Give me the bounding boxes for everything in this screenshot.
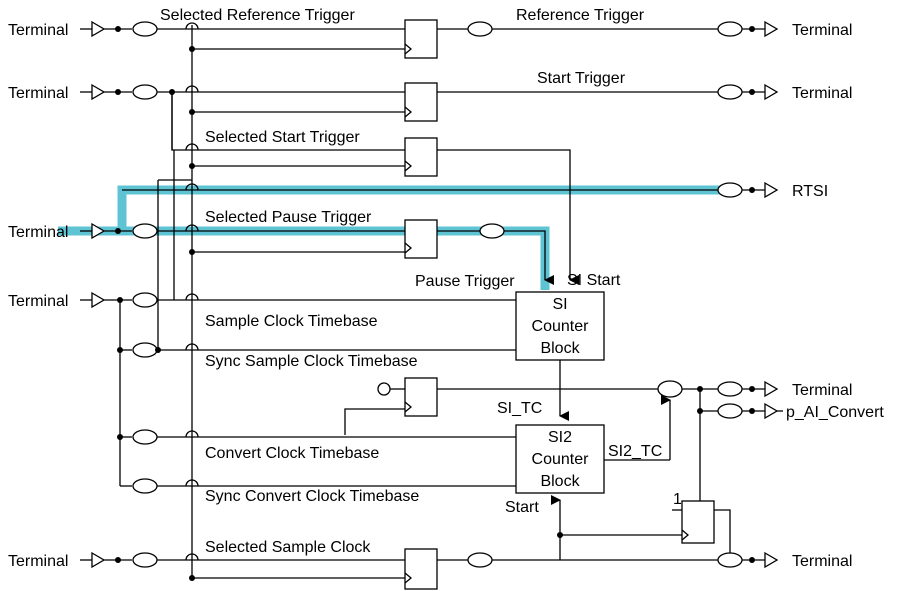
terminal-out-1: Terminal [792, 22, 852, 39]
ff-middle [404, 377, 438, 417]
start-trigger-label: Start Trigger [537, 70, 626, 87]
si-counter-block: SI Counter Block [515, 291, 605, 421]
selected-start-trigger-label: Selected Start Trigger [205, 129, 360, 146]
si2-counter-block: SI2 Counter Block [515, 424, 682, 560]
labels: Terminal Terminal Terminal Terminal Term… [8, 7, 884, 570]
terminal-out-3: Terminal [792, 382, 852, 399]
vertical-buses [119, 25, 193, 580]
convert-clock-timebase-label: Convert Clock Timebase [205, 445, 379, 462]
si2-tc-label: SI2_TC [608, 443, 662, 460]
selected-sample-clock-label: Selected Sample Clock [205, 539, 371, 556]
terminal-in-1: Terminal [8, 22, 68, 39]
row-selected-sample-clock [80, 548, 778, 590]
row-selected-start-trigger [171, 92, 579, 285]
row-sample-clock-timebase [80, 292, 516, 358]
ff-sample-clock [404, 548, 438, 590]
terminal-out-2: Terminal [792, 85, 852, 102]
ff-start [404, 82, 438, 122]
crossing-hops [185, 22, 199, 561]
terminal-in-4: Terminal [8, 293, 68, 310]
si-start-label: SI Start [567, 272, 621, 289]
terminal-in-2: Terminal [8, 85, 68, 102]
row-terminal-out [344, 377, 783, 460]
terminal-in-5: Terminal [8, 553, 68, 570]
sample-clock-timebase-label: Sample Clock Timebase [205, 313, 378, 330]
rtsi-highlight-path [58, 185, 720, 290]
si2-block-line2: Counter [532, 451, 590, 468]
selected-reference-trigger-label: Selected Reference Trigger [160, 7, 355, 24]
ff-selected-start [404, 137, 438, 177]
reference-trigger-label: Reference Trigger [516, 7, 645, 24]
selected-pause-trigger-label: Selected Pause Trigger [205, 209, 372, 226]
start-label: Start [505, 499, 539, 516]
row-convert-clock-timebase [117, 429, 516, 494]
si2-block-line1: SI2 [548, 429, 572, 446]
row-start-trigger [80, 82, 778, 122]
si-block-line1: SI [552, 296, 567, 313]
terminal-in-3: Terminal [8, 224, 68, 241]
sync-sample-clock-timebase-label: Sync Sample Clock Timebase [205, 353, 418, 370]
si-block-line3: Block [540, 340, 580, 357]
row-reference-trigger [80, 19, 778, 59]
sync-convert-clock-timebase-label: Sync Convert Clock Timebase [205, 488, 419, 505]
ff-reference [404, 19, 438, 59]
p-ai-convert-label: p_AI_Convert [786, 404, 884, 421]
pause-trigger-label: Pause Trigger [415, 273, 515, 290]
si-tc-label: SI_TC [497, 400, 542, 417]
rtsi-label: RTSI [792, 183, 828, 200]
si-block-line2: Counter [532, 318, 590, 335]
one-label: 1 [673, 491, 682, 508]
ff-bottom-right [672, 411, 731, 560]
terminal-out-4: Terminal [792, 553, 852, 570]
row-rtsi [122, 179, 778, 198]
si2-block-line3: Block [540, 473, 580, 490]
ff-pause [404, 219, 438, 259]
